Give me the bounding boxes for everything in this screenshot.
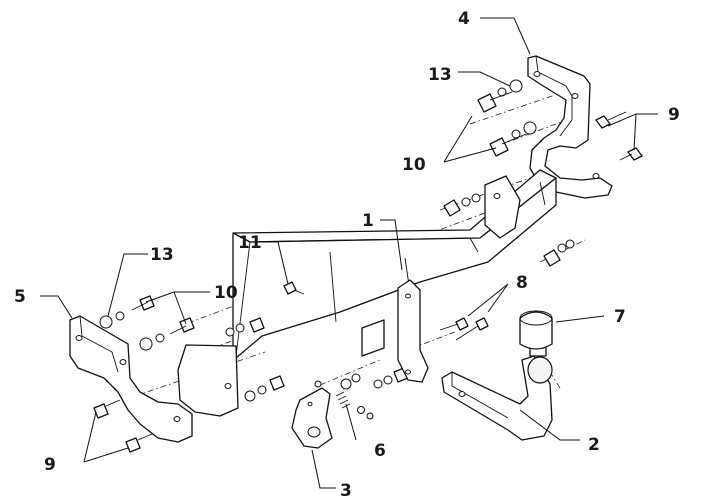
callout-6: 6 [374,441,386,461]
callout-8: 8 [516,273,528,293]
left-side-bracket [69,315,193,443]
callout-13-left: 13 [150,245,174,265]
callout-labels: 1 2 3 4 5 6 7 8 9 9 10 10 11 13 13 [14,9,680,501]
ball-cover [519,310,553,350]
callout-10-right: 10 [402,155,426,175]
callout-10-left: 10 [214,283,238,303]
fastener-group-center [314,367,409,390]
callout-7: 7 [614,307,626,327]
callout-3: 3 [340,481,352,501]
callout-1: 1 [362,211,374,231]
fastener-group-right-mid [443,193,575,267]
callout-11: 11 [238,233,262,253]
fastener-group-right-bolts [595,111,643,161]
bolts-8 [439,317,489,341]
callout-4: 4 [458,9,470,29]
callout-2: 2 [588,435,600,455]
spring [335,391,374,420]
tow-hook [441,343,553,441]
hook-mount-bracket [397,279,429,383]
callout-5: 5 [14,287,26,307]
right-side-bracket [527,55,613,199]
leader-lines [40,17,658,489]
fastener-group-left [93,295,195,453]
callout-9-left: 9 [44,455,56,475]
socket-plate [291,387,333,449]
fastener-group-left-crossbar [225,317,285,402]
bolt-11 [283,281,305,295]
callout-9-right: 9 [668,105,680,125]
callout-13-right: 13 [428,65,452,85]
fastener-group-right-top [477,79,537,157]
main-crossbar [177,169,557,417]
